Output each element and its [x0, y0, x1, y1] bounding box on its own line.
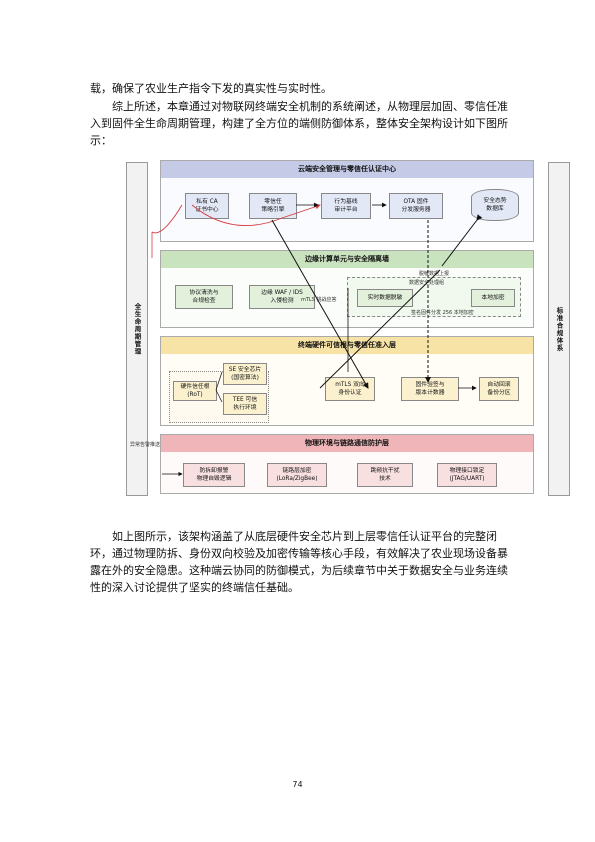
- tamper-alarm-label: 防拆卸报警 物理自毁逻辑: [196, 468, 232, 482]
- ota-server-node: OTA 固件 分发服务器: [389, 193, 443, 219]
- physical-layer-title: 物理环境与链路通信防护层: [305, 439, 389, 447]
- behavior-audit-node: 行为基线 审计平台: [321, 193, 371, 219]
- lifecycle-management-label: 全生命周期管理: [133, 302, 141, 356]
- page-number: 74: [292, 780, 303, 789]
- local-encrypt-label: 本地加密: [481, 295, 505, 301]
- report-to-db-arrow: [441, 214, 483, 267]
- link-encrypt-node: 链路层加密 (LoRa/ZigBee): [267, 463, 327, 487]
- cloud-layer-title: 云端安全管理与零信任认证中心: [298, 165, 396, 173]
- edge-layer-title: 边缘计算单元与安全隔离墙: [305, 255, 389, 263]
- tee-node: TEE 可信 执行环境: [223, 393, 267, 415]
- terminal-layer: 终端硬件可信根与零信任准入层 硬件信任根 (RoT) SE 安全芯片 (国密算法…: [160, 336, 534, 426]
- se-chip-node: SE 安全芯片 (国密算法): [223, 363, 267, 385]
- compliance-standard-label: 标准合规体系: [555, 306, 563, 352]
- diagram-connectors: [151, 202, 483, 477]
- data-masking-label: 实时数据脱敏: [367, 295, 403, 301]
- edge-to-terminal-line: [319, 269, 441, 389]
- ota-server-label: OTA 固件 分发服务器: [401, 199, 431, 213]
- rot-to-tee-line: [215, 389, 223, 403]
- cloud-layer-band: [161, 161, 533, 178]
- hardware-rot-node: 硬件信任根 (RoT): [173, 381, 217, 401]
- private-ca-node: 私有 CA 证书中心: [185, 193, 229, 219]
- behavior-audit-label: 行为基线 审计平台: [334, 199, 358, 213]
- mtls-auth-label: mTLS 双向 身份认证: [335, 382, 365, 396]
- private-ca-label: 私有 CA 证书中心: [195, 199, 219, 213]
- anomaly-alert-tag: 异常告警推送: [130, 442, 161, 448]
- link-encrypt-label: 链路层加密 (LoRa/ZigBee): [276, 468, 318, 482]
- zero-trust-engine-node: 零信任 策略引擎: [249, 193, 297, 219]
- interface-lock-label: 物理接口锁定 (JTAG/UART): [449, 468, 485, 482]
- mtls-auth-node: mTLS 双向 身份认证: [325, 377, 375, 401]
- zero-trust-engine-label: 零信任 策略引擎: [261, 199, 285, 213]
- auto-rollback-node: 自动回滚 备份分区: [479, 377, 519, 401]
- se-chip-label: SE 安全芯片 (国密算法): [228, 367, 262, 381]
- masked-report-tag: 脱敏数据上报: [419, 271, 450, 277]
- ca-loop-arrow: [151, 204, 183, 234]
- compliance-standard-bar: 标准合规体系: [548, 162, 570, 496]
- tamper-alarm-node: 防拆卸报警 物理自毁逻辑: [183, 463, 245, 487]
- tee-label: TEE 可信 执行环境: [232, 397, 258, 411]
- cloud-layer: 云端安全管理与零信任认证中心 私有 CA 证书中心 零信任 策略引擎 行为基线 …: [160, 160, 534, 242]
- firmware-verify-label: 固件验签与 版本计数器: [415, 382, 445, 396]
- physical-layer-band: [161, 435, 533, 452]
- freq-hopping-node: 跳频抗干扰 技术: [357, 463, 413, 487]
- mtls-challenge-tag: mTLS 挑战应答: [301, 297, 337, 303]
- freq-hopping-label: 跳频抗干扰 技术: [370, 468, 400, 482]
- edge-layer: 边缘计算单元与安全隔离墙 协议清洗与 合规检查 边缘 WAF / IDS 入侵检…: [160, 250, 534, 328]
- protocol-clean-node: 协议清洗与 合规检查: [175, 285, 233, 309]
- paragraph-1: 载，确保了农业生产指令下发的真实性与实时性。: [90, 82, 332, 95]
- terminal-layer-band: [161, 337, 533, 354]
- edge-waf-node: 边缘 WAF / IDS 入侵检测: [249, 285, 315, 309]
- ca-to-audit-arrow: [191, 204, 321, 226]
- terminal-layer-title: 终端硬件可信根与零信任准入层: [298, 341, 396, 349]
- security-db-label: 安全态势 数据库: [483, 198, 507, 212]
- edge-layer-band: [161, 251, 533, 268]
- paragraph-2: 综上所述，本章通过对物联网终端安全机制的系统阐述，从物理层加固、零信任准入到固件…: [90, 100, 508, 147]
- data-masking-node: 实时数据脱敏: [357, 289, 413, 307]
- physical-layer: 物理环境与链路通信防护层 防拆卸报警 物理自毁逻辑 链路层加密 (LoRa/Zi…: [160, 434, 534, 494]
- edge-waf-label: 边缘 WAF / IDS 入侵检测: [261, 290, 303, 304]
- lifecycle-management-bar: 全生命周期管理: [126, 162, 148, 496]
- paragraph-3: 如上图所示，该架构涵盖了从底层硬件安全芯片到上层零信任认证平台的完整闭环，通过物…: [90, 530, 508, 594]
- hardware-rot-label: 硬件信任根 (RoT): [180, 384, 210, 398]
- rot-to-se-line: [215, 371, 223, 391]
- engine-to-mtls-arrow: [271, 219, 369, 389]
- signed-firmware-tag: 签名固件分发 256 本地加密: [411, 310, 474, 316]
- protocol-clean-label: 协议清洗与 合规检查: [189, 290, 219, 304]
- auto-rollback-label: 自动回滚 备份分区: [487, 382, 511, 396]
- interface-lock-node: 物理接口锁定 (JTAG/UART): [437, 463, 497, 487]
- local-encrypt-node: 本地加密: [471, 289, 515, 307]
- security-architecture-diagram: 全生命周期管理 标准合规体系 云端安全管理与零信任认证中心 私有 CA 证书中心…: [122, 158, 574, 496]
